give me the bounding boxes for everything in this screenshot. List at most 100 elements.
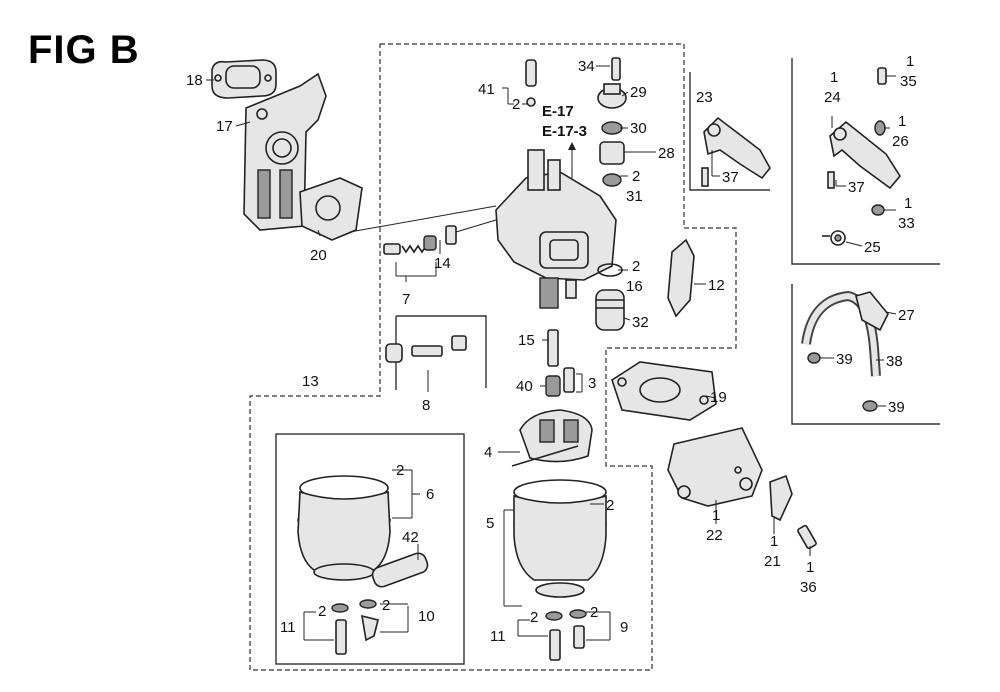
- ref-arrow: [568, 142, 576, 150]
- callout-12: 12: [708, 277, 725, 294]
- tube-38: [801, 290, 881, 377]
- callout-5: 5: [486, 515, 494, 532]
- clip-27: [855, 291, 889, 332]
- kit-8: [385, 335, 467, 363]
- gasket-20: [299, 177, 363, 241]
- nut-33: [871, 204, 885, 216]
- callout-24-qty: 1: [830, 69, 838, 86]
- callout-38: 38: [886, 353, 903, 370]
- callout-39-b: 39: [888, 399, 905, 416]
- clip-39b: [862, 400, 878, 412]
- float-4: [511, 409, 593, 467]
- callout-21-qty: 1: [770, 533, 778, 550]
- callout-6: 6: [426, 486, 434, 503]
- spring-3: [563, 367, 575, 393]
- cup-5: [513, 479, 607, 661]
- callout-15: 15: [518, 332, 535, 349]
- callout-41: 41: [478, 81, 495, 98]
- holder-21: [769, 474, 793, 522]
- callout-36-qty: 1: [806, 559, 814, 576]
- leader-gasket-20: [349, 205, 497, 233]
- leader-lines: [206, 65, 897, 641]
- callout-11-qty-b: 2: [530, 609, 538, 626]
- callout-11-a: 11: [280, 619, 296, 636]
- clip-26: [874, 120, 886, 136]
- callout-22-qty: 1: [712, 507, 720, 524]
- callout-4: 4: [484, 444, 492, 461]
- callout-34: 34: [578, 58, 595, 75]
- nut-31: [602, 173, 622, 187]
- figure-title: FIG B: [28, 28, 140, 72]
- screw-34: [611, 57, 621, 81]
- cap-29: [597, 83, 627, 109]
- main-carburetor-group-box: [249, 43, 737, 671]
- callout-5-qty: 2: [606, 497, 614, 514]
- callout-11-qty-a: 2: [318, 603, 326, 620]
- plate-22: [667, 427, 763, 507]
- callout-22: 22: [706, 527, 723, 544]
- callout-36: 36: [800, 579, 817, 596]
- tube-42: [371, 552, 429, 588]
- callout-42: 42: [402, 529, 419, 546]
- callout-23: 23: [696, 89, 713, 106]
- washer-30: [601, 121, 623, 135]
- callout-16-qty: 2: [632, 258, 640, 275]
- callout-10: 10: [418, 608, 435, 625]
- callout-40: 40: [516, 378, 533, 395]
- callout-31-qty: 2: [632, 168, 640, 185]
- kit-box-8: [396, 315, 487, 388]
- callout-14: 14: [434, 255, 451, 272]
- ref-e17-3: E-17-3: [542, 123, 587, 140]
- callout-35-qty: 1: [906, 53, 914, 70]
- ref-e17: E-17: [542, 103, 574, 120]
- callout-10-qty: 2: [382, 597, 390, 614]
- callout-8: 8: [422, 397, 430, 414]
- callout-35: 35: [900, 73, 917, 90]
- callout-21: 21: [764, 553, 781, 570]
- spring-7: [383, 235, 437, 255]
- screw-35: [877, 67, 887, 85]
- callout-17: 17: [216, 118, 233, 135]
- callout-29: 29: [630, 84, 647, 101]
- carburetor-body: [495, 149, 617, 309]
- lever-box-23: [689, 72, 770, 191]
- callout-32: 32: [632, 314, 649, 331]
- callout-13: 13: [302, 373, 319, 390]
- bracket-12: [667, 238, 695, 318]
- gasket-19: [611, 361, 717, 421]
- callout-16: 16: [626, 278, 643, 295]
- insulator-17: [243, 72, 327, 231]
- callout-20: 20: [310, 247, 327, 264]
- clip-39a: [807, 352, 821, 364]
- callout-9: 9: [620, 619, 628, 636]
- callout-37-b: 37: [848, 179, 865, 196]
- callout-18: 18: [186, 72, 203, 89]
- callout-19: 19: [710, 389, 727, 406]
- lever-24: [827, 120, 901, 190]
- callout-9-qty: 2: [590, 604, 598, 621]
- screw-41: [525, 59, 537, 107]
- spring-25: [822, 230, 846, 246]
- callout-3: 3: [588, 375, 596, 392]
- gasket-18: [211, 59, 277, 99]
- callout-24: 24: [824, 89, 841, 106]
- callout-41-qty: 2: [512, 96, 520, 113]
- tube-box-27: [791, 284, 940, 425]
- callout-11-b: 11: [490, 628, 506, 645]
- callout-37-a: 37: [722, 169, 739, 186]
- callout-33: 33: [898, 215, 915, 232]
- lever-box-24: [791, 58, 940, 265]
- holder-28: [599, 141, 625, 165]
- callout-28: 28: [658, 145, 675, 162]
- callout-7: 7: [402, 291, 410, 308]
- callout-33-qty: 1: [904, 195, 912, 212]
- bolt-36: [797, 524, 817, 550]
- screw-14: [445, 219, 497, 245]
- callout-27: 27: [898, 307, 915, 324]
- jet-40: [545, 375, 561, 397]
- callout-26: 26: [892, 133, 909, 150]
- callout-31: 31: [626, 188, 643, 205]
- cup-6: [297, 475, 391, 655]
